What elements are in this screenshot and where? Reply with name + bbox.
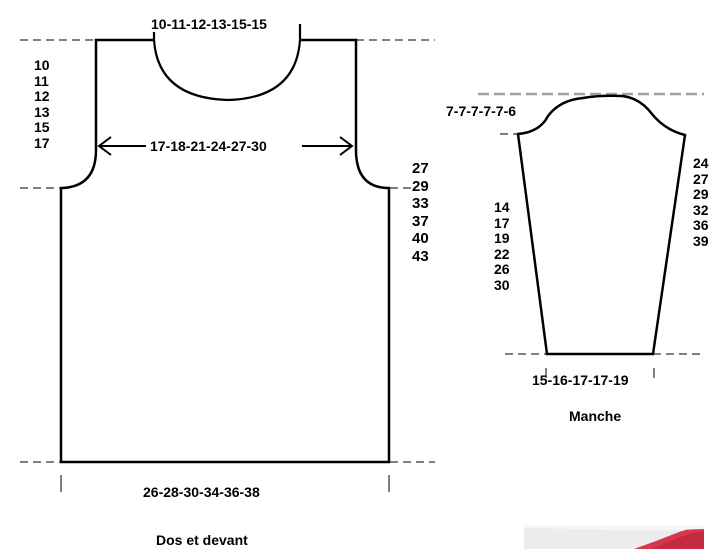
sleeve-caption: Manche [569, 408, 622, 424]
armhole-height-value: 33 [412, 195, 429, 212]
sleeve-guides [478, 92, 704, 355]
armhole-height-value: 43 [412, 247, 429, 265]
photo-fragment [524, 526, 704, 549]
armhole-height-value: 27 [412, 160, 429, 177]
sleeve-length-value: 30 [494, 276, 510, 293]
sleeve-right-value: 27 [693, 170, 709, 187]
sleeve-length-value: 22 [494, 245, 510, 262]
sleeve-right-value: 36 [693, 217, 709, 233]
shoulder-height-value: 11 [34, 72, 49, 89]
cuff-width-label: 15-16-17-17-19 [532, 372, 629, 388]
body-caption: Dos et devant [156, 532, 248, 548]
shoulder-height-value: 15 [34, 119, 50, 135]
sleeve-right-value: 39 [693, 232, 709, 249]
sleeve-right-values-cropped: 24 27 29 32 36 39 [693, 155, 709, 249]
sleeve-cap-label: 7-7-7-7-7-6 [446, 103, 517, 119]
chest-width-label: 17-18-21-24-27-30 [148, 138, 269, 154]
shoulder-height-value: 10 [34, 57, 50, 73]
neckline-curve [152, 24, 302, 102]
shoulder-height-value: 12 [34, 88, 50, 104]
sleeve-length-values: 14 17 19 22 26 30 [494, 199, 510, 293]
body-outline [59, 38, 391, 464]
chest-width-arrow [97, 136, 354, 156]
armhole-height-value: 29 [412, 177, 429, 195]
shoulder-height-value: 17 [34, 134, 50, 151]
neck-width-label: 10-11-12-13-15-15 [149, 16, 269, 32]
photo-fragment-image [524, 526, 704, 549]
shoulder-height-values: 10 11 12 13 15 17 [34, 57, 50, 151]
sleeve-length-value: 26 [494, 261, 510, 277]
body-ticks [60, 475, 390, 492]
sleeve-right-value: 29 [693, 186, 709, 202]
sleeve-outline [516, 94, 687, 356]
shoulder-height-value: 13 [34, 103, 50, 120]
sleeve-right-value: 24 [693, 155, 709, 171]
body-guides [20, 39, 435, 463]
sleeve-right-value: 32 [693, 201, 709, 218]
sleeve-length-value: 17 [494, 214, 510, 231]
sleeve-length-value: 14 [494, 199, 510, 215]
sleeve-length-value: 19 [494, 230, 510, 246]
armhole-height-value: 37 [412, 212, 429, 230]
bottom-width-label: 26-28-30-34-36-38 [143, 484, 260, 500]
armhole-height-values: 27 29 33 37 40 43 [412, 160, 429, 265]
armhole-height-value: 40 [412, 230, 429, 247]
